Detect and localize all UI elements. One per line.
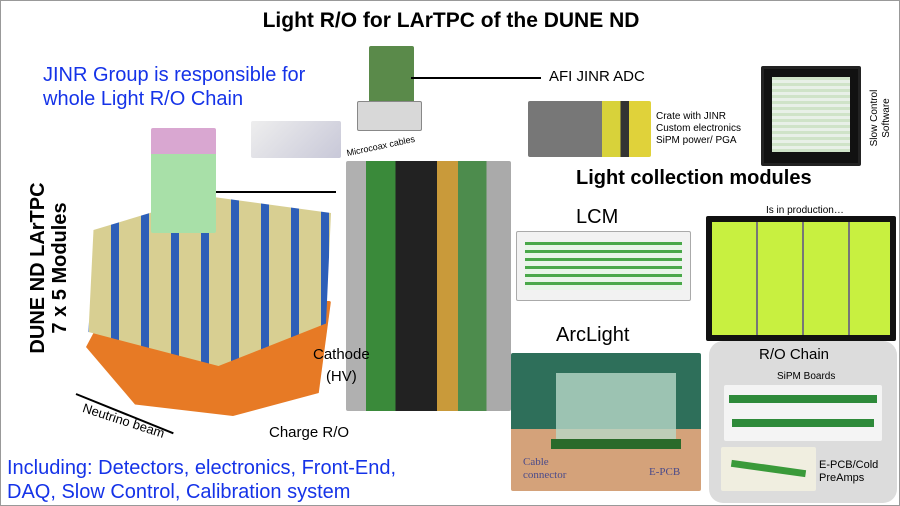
lcm-label: LCM xyxy=(576,206,619,228)
ro-chain-title: R/O Chain xyxy=(759,346,830,363)
detector-module-stack xyxy=(151,128,216,233)
adc-label: AFI JINR ADC xyxy=(549,68,645,85)
ro-chain-panel: R/O Chain SiPM Boards E-PCB/Cold PreAmps xyxy=(709,341,897,503)
cable-connector-line: connector xyxy=(523,469,567,481)
footer-line: Including: Detectors, electronics, Front… xyxy=(7,457,397,479)
epcb-preamp-line: E-PCB/Cold xyxy=(819,459,879,471)
epcb-preamp-line: PreAmps xyxy=(819,472,865,484)
arclight-photo xyxy=(511,353,701,491)
adc-crate-drawing xyxy=(357,101,422,131)
adc-board-photo xyxy=(369,46,414,106)
cathode-line: Cathode xyxy=(313,346,370,363)
arrow-line xyxy=(216,191,336,193)
lcm-heading: Light collection modules xyxy=(576,167,812,189)
epcb-label: E-PCB xyxy=(649,466,681,478)
detector-label-line: DUNE ND LArTPC xyxy=(27,182,49,354)
epcb-preamp-photo xyxy=(721,447,816,491)
footer-line: DAQ, Slow Control, Calibration system xyxy=(7,481,351,503)
cable-connector-label: Cable connector xyxy=(523,456,566,482)
slow-control-screenshot xyxy=(761,66,861,166)
cathode-line: (HV) xyxy=(325,368,357,385)
crate-label-line: SiPM power/ PGA xyxy=(656,135,737,146)
production-label: Is in production… xyxy=(766,205,844,216)
slow-control-line: Software xyxy=(881,98,892,138)
cathode-label: Cathode (HV) xyxy=(313,344,370,388)
slide-title: Light R/O for LArTPC of the DUNE ND xyxy=(262,9,640,32)
detector-label: DUNE ND LArTPC 7 x 5 Modules xyxy=(27,168,71,368)
detector-label-line: 7 x 5 Modules xyxy=(49,202,71,334)
tpc-module-drawing xyxy=(346,161,511,411)
production-photo xyxy=(706,216,896,341)
arclight-label: ArcLight xyxy=(556,324,630,346)
microcoax-label: Microcoax cables xyxy=(345,133,416,159)
intro-text: JINR Group is responsible for whole Ligh… xyxy=(43,63,305,111)
slow-control-line: Slow Control xyxy=(869,89,880,147)
lcm-drawing xyxy=(516,231,691,301)
microcoax-cables-photo xyxy=(251,121,341,158)
adc-pointer xyxy=(411,77,541,79)
intro-line: whole Light R/O Chain xyxy=(43,88,244,110)
crate-label-line: Crate with JINR xyxy=(656,111,727,122)
slow-control-label: Slow Control Software xyxy=(869,78,893,158)
charge-ro-label: Charge R/O xyxy=(269,424,350,441)
crate-label: Crate with JINR Custom electronics SiPM … xyxy=(656,111,741,147)
footer-text: Including: Detectors, electronics, Front… xyxy=(7,456,396,504)
epcb-preamp-label: E-PCB/Cold PreAmps xyxy=(819,459,878,485)
intro-line: JINR Group is responsible for xyxy=(43,64,306,86)
crate-photo xyxy=(528,101,651,157)
cable-connector-line: Cable xyxy=(523,456,549,468)
crate-label-line: Custom electronics xyxy=(656,123,742,134)
sipm-boards-label: SiPM Boards xyxy=(777,371,836,382)
sipm-boards-photo xyxy=(724,385,882,441)
